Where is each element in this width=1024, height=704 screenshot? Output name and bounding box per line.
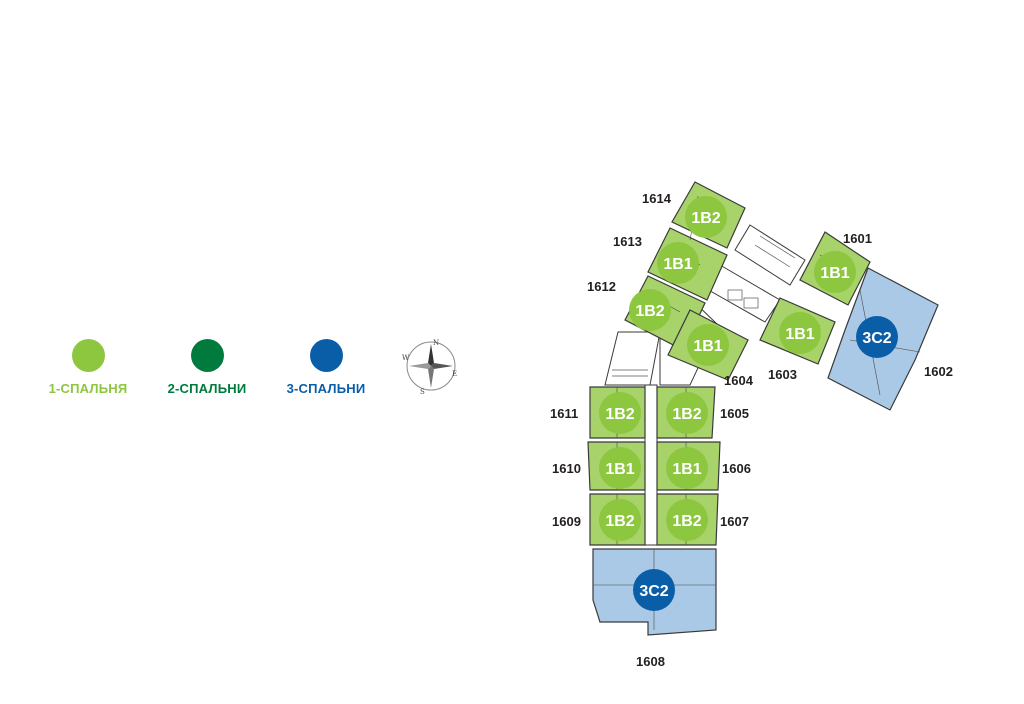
unit-1606-type-label: 1B1 [672, 461, 701, 478]
unit-1614-badge-circle [685, 196, 727, 238]
unit-1613-badge-circle [657, 242, 699, 284]
unit-1608-number: 1608 [636, 654, 665, 669]
unit-1612-number: 1612 [587, 279, 616, 294]
unit-1611-badge-circle [599, 392, 641, 434]
unit-1610-badge[interactable]: 1B1 [599, 447, 641, 489]
corridor-left [604, 331, 661, 386]
legend-dot-two-bedrooms [190, 339, 224, 372]
compass-w-label: W [402, 354, 410, 362]
unit-1605-badge-circle [666, 392, 708, 434]
compass-rose-icon: N S E W [402, 339, 457, 396]
unit-1608-type-label: 3C2 [639, 583, 668, 600]
unit-1608-badge[interactable]: 3C2 [633, 569, 675, 611]
corridor-vertical [644, 384, 658, 546]
core-details [612, 235, 796, 377]
unit-1610-badge-circle [599, 447, 641, 489]
unit-1611-badge[interactable]: 1B2 [599, 392, 641, 434]
compass-s-label: S [420, 388, 425, 396]
unit-1605-number: 1605 [720, 406, 749, 421]
compass-west-arrow [409, 363, 431, 369]
unit-1608-badge-circle [633, 569, 675, 611]
legend-two-bedrooms: 2-СПАЛЬНИ [147, 339, 267, 396]
unit-1603-badge-circle [779, 312, 821, 354]
unit-1614-type-label: 1B2 [691, 210, 720, 227]
legend-label-three-bedrooms: 3-СПАЛЬНИ [286, 381, 366, 396]
unit-1609-badge[interactable]: 1B2 [599, 499, 641, 541]
unit-1604-type-label: 1B1 [693, 338, 722, 355]
unit-1609-type-label: 1B2 [605, 513, 634, 530]
unit-1601-number: 1601 [843, 231, 872, 246]
compass-n-label: N [433, 339, 439, 347]
legend-dot-three-bedrooms [309, 339, 343, 372]
unit-1614-number: 1614 [642, 191, 672, 206]
unit-1613-type-label: 1B1 [663, 256, 692, 273]
core-areas [604, 224, 806, 546]
unit-1603-badge[interactable]: 1B1 [779, 312, 821, 354]
unit-1602-number: 1602 [924, 364, 953, 379]
unit-1606-badge[interactable]: 1B1 [666, 447, 708, 489]
unit-1612-type-label: 1B2 [635, 303, 664, 320]
unit-1612-badge[interactable]: 1B2 [629, 289, 671, 331]
unit-1601-badge[interactable]: 1B1 [814, 251, 856, 293]
unit-1603-number: 1603 [768, 367, 797, 382]
unit-1605-badge[interactable]: 1B2 [666, 392, 708, 434]
legend-one-bedroom: 1-СПАЛЬНЯ [28, 339, 148, 396]
unit-1612-badge-circle [629, 289, 671, 331]
legend-label-one-bedroom: 1-СПАЛЬНЯ [48, 381, 128, 396]
unit-1607-number: 1607 [720, 514, 749, 529]
unit-1611-type-label: 1B2 [605, 406, 634, 423]
compass-east-arrow [431, 363, 453, 369]
unit-1604-badge[interactable]: 1B1 [687, 324, 729, 366]
unit-1609-badge-circle [599, 499, 641, 541]
unit-1602-type-label: 3C2 [862, 330, 891, 347]
core-upper [734, 224, 806, 286]
unit-1607-badge[interactable]: 1B2 [666, 499, 708, 541]
unit-1613-number: 1613 [613, 234, 642, 249]
unit-number-labels: 1601 1602 1603 1604 1605 1606 1607 1608 1609 1610… [550, 191, 953, 669]
compass-ring [406, 341, 456, 391]
unit-1609-number: 1609 [552, 514, 581, 529]
unit-1610-number: 1610 [552, 461, 581, 476]
legend-label-two-bedrooms: 2-СПАЛЬНИ [167, 381, 247, 396]
unit-1606-number: 1606 [722, 461, 751, 476]
unit-1601-badge-circle [814, 251, 856, 293]
unit-1611-number: 1611 [550, 406, 578, 421]
legend-three-bedrooms: 3-СПАЛЬНИ [266, 339, 386, 396]
unit-1605-type-label: 1B2 [672, 406, 701, 423]
unit-1614-badge[interactable]: 1B2 [685, 196, 727, 238]
unit-1606-badge-circle [666, 447, 708, 489]
unit-1607-type-label: 1B2 [672, 513, 701, 530]
unit-badges: 1B1 3C2 1B1 1B1 1B2 1B1 1B2 3C2 1B2 1B1 1B2 1B2 1B1 1… [599, 196, 898, 611]
legend-dot-one-bedroom [71, 339, 105, 372]
unit-1601-type-label: 1B1 [820, 265, 849, 282]
compass-e-label: E [452, 370, 457, 378]
unit-1604-number: 1604 [724, 373, 754, 388]
unit-1610-type-label: 1B1 [605, 461, 634, 478]
unit-1607-badge-circle [666, 499, 708, 541]
unit-1602-badge[interactable]: 3C2 [856, 316, 898, 358]
compass-south-arrow [428, 366, 434, 388]
unit-1613-badge[interactable]: 1B1 [657, 242, 699, 284]
unit-1603-type-label: 1B1 [785, 326, 814, 343]
compass-north-arrow [428, 344, 434, 366]
unit-1602-badge-circle [856, 316, 898, 358]
unit-1604-badge-circle [687, 324, 729, 366]
